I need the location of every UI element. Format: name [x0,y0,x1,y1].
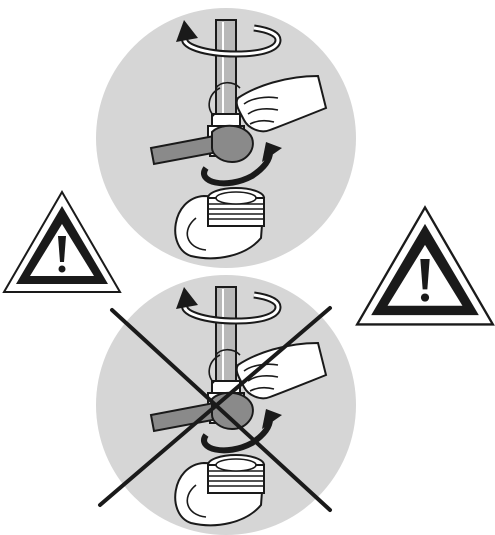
panel-correct [96,8,356,268]
warning-left-icon [4,192,120,292]
warning-right-icon [357,207,493,324]
